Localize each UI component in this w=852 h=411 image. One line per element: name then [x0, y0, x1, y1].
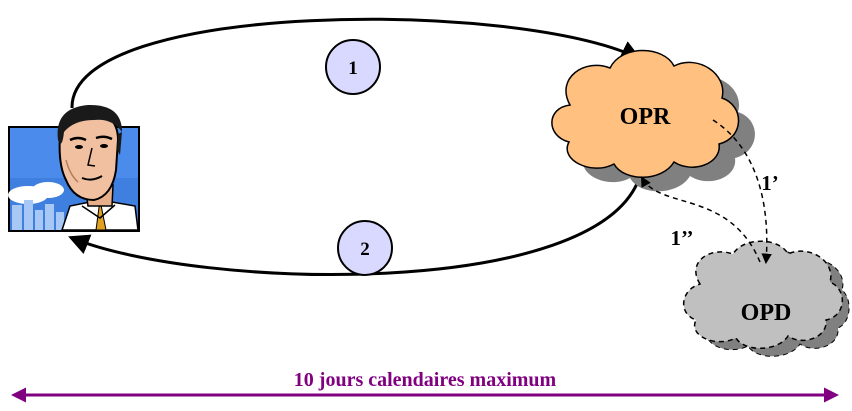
- step-1-double-prime-label: 1’’: [671, 226, 694, 250]
- request-arrow: [70, 17, 642, 109]
- businessman-icon: [8, 104, 140, 232]
- opr-label: OPR: [620, 104, 671, 130]
- return-from-opd-arrow: [640, 176, 761, 263]
- step-2-label: 2: [360, 239, 370, 260]
- response-arrow: [68, 175, 642, 276]
- timeline-label: 10 jours calendaires maximum: [294, 369, 557, 391]
- step-1-label: 1: [348, 58, 358, 79]
- step-2-badge: 2: [337, 220, 393, 276]
- opr-cloud: OPR: [551, 49, 755, 192]
- opd-cloud: OPD: [683, 240, 850, 357]
- step-1-badge: 1: [325, 39, 381, 95]
- forward-to-opd-arrow: [712, 119, 772, 265]
- step-1-prime-label: 1’: [761, 171, 779, 195]
- opd-label: OPD: [741, 300, 792, 326]
